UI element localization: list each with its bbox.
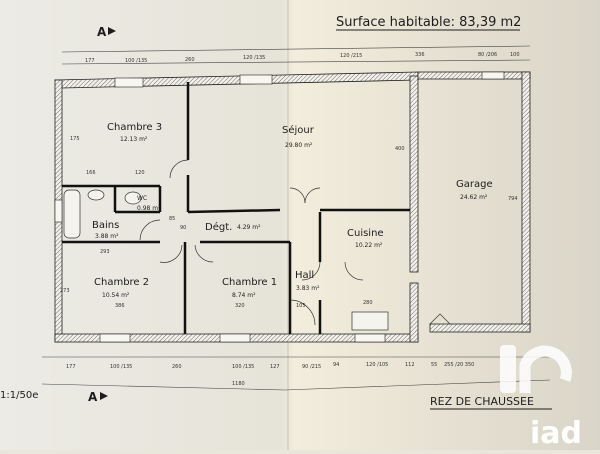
room-area: 3.88 m² <box>95 233 119 240</box>
kitchen-sink-icon <box>351 311 389 331</box>
section-marker-bottom: A <box>88 390 98 404</box>
dim-top: 80 /206 <box>478 52 497 58</box>
room-area: 10.54 m² <box>102 292 130 299</box>
room-name: Garage <box>456 179 493 190</box>
room-area: 0.98 m² <box>137 205 161 212</box>
section-arrow-icon <box>108 27 116 35</box>
dim-top: 260 <box>185 57 195 63</box>
dim-top: 177 <box>85 58 95 64</box>
room-area: 24.62 m² <box>460 194 488 201</box>
room-name: Hall <box>295 270 314 281</box>
bathtub-icon <box>63 189 81 239</box>
room-name: Dégt. <box>205 221 232 233</box>
dim-interior: 293 <box>100 249 110 255</box>
section-arrow-icon <box>100 392 108 400</box>
room-name: Chambre 2 <box>94 277 149 288</box>
interior-walls <box>62 82 410 334</box>
dim-bottom: 120 /105 <box>366 362 388 368</box>
dim-bottom: 127 <box>270 364 280 370</box>
toilet-icon <box>124 191 142 205</box>
room-name: Chambre 3 <box>107 122 162 133</box>
dim-interior: 280 <box>363 300 373 306</box>
dim-top: 100 /135 <box>125 58 147 64</box>
dim-interior: 794 <box>508 196 518 202</box>
sink-icon <box>87 189 105 201</box>
iad-wordmark: iad <box>530 416 582 450</box>
surface-habitable-label: Surface habitable: 83,39 m2 <box>336 15 521 30</box>
dim-bottom-total: 1180 <box>232 381 245 387</box>
dim-interior: 320 <box>235 303 245 309</box>
room-area: 3.83 m² <box>296 285 320 292</box>
dim-bottom: 177 <box>66 364 76 370</box>
dim-top: 100 <box>510 52 520 58</box>
dim-interior: 166 <box>86 170 96 176</box>
room-name: WC <box>137 195 147 202</box>
room-area: 12.13 m² <box>120 136 148 143</box>
dim-top: 120 /215 <box>340 53 362 59</box>
dim-interior: 120 <box>135 170 145 176</box>
door-swings <box>139 159 451 326</box>
dim-interior: 273 <box>60 288 70 294</box>
level-title: REZ DE CHAUSSEE <box>430 395 534 408</box>
dim-interior: 386 <box>115 303 125 309</box>
scale-label: 1:1/50e <box>0 390 38 401</box>
room-name: Séjour <box>282 124 315 136</box>
dim-bottom: 112 <box>405 362 415 368</box>
fixtures <box>63 189 389 331</box>
dim-bottom: 100 /135 <box>232 364 254 370</box>
room-name: Chambre 1 <box>222 277 277 288</box>
room-name: Cuisine <box>347 228 384 239</box>
dim-bottom: 55 <box>431 362 437 368</box>
windows <box>54 71 505 343</box>
dim-top: 120 /135 <box>243 55 265 61</box>
top-dimensions: 177 100 /135 260 120 /135 120 /215 336 8… <box>61 45 531 65</box>
room-area: 29.80 m² <box>285 142 313 149</box>
dim-interior: 400 <box>395 146 405 152</box>
dim-bottom: 260 <box>172 364 182 370</box>
dim-bottom: 100 /135 <box>110 364 132 370</box>
section-marker-top: A <box>97 25 107 39</box>
room-area: 8.74 m² <box>232 292 256 299</box>
dim-interior: 90 <box>180 225 186 231</box>
dim-interior: 175 <box>70 136 80 142</box>
room-labels: Chambre 3 12.13 m² Séjour 29.80 m² Bains… <box>92 122 493 299</box>
dim-interior: 85 <box>169 216 175 222</box>
dim-top: 336 <box>415 52 425 58</box>
dim-interior: 105 <box>296 303 306 309</box>
interior-dimensions: 166 120 293 386 320 105 280 85 90 175 27… <box>60 136 518 309</box>
room-area: 10.22 m² <box>355 242 383 249</box>
room-name: Bains <box>92 220 119 231</box>
dim-bottom: 94 <box>333 362 339 368</box>
dim-bottom: 255 /20 350 <box>444 362 474 368</box>
iad-logo <box>500 345 572 393</box>
dim-bottom: 90 /215 <box>302 364 321 370</box>
room-area: 4.29 m² <box>237 224 261 231</box>
